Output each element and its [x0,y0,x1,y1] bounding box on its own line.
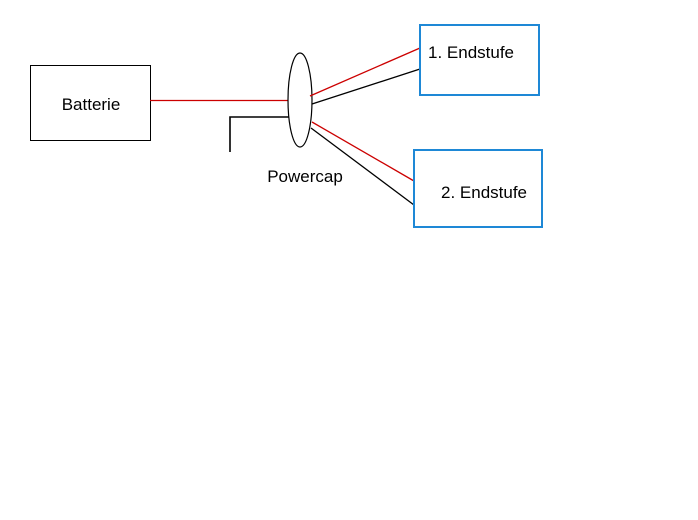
battery-node: Batterie [30,65,151,141]
wire-powercap-to-amp2-ground [310,127,415,206]
amp2-label: 2. Endstufe [441,183,527,202]
amp1-box [419,24,540,96]
wire-ground [229,116,289,152]
amp1-node: 1. Endstufe [419,24,540,96]
powercap-label: Powercap [267,167,343,186]
wire-powercap-to-amp1-ground [311,68,421,105]
amp2-node: 2. Endstufe [413,149,543,228]
battery-label: Batterie [62,95,121,114]
powercap-ellipse [287,52,313,148]
battery-box [30,65,151,141]
amp1-label: 1. Endstufe [428,43,514,62]
amp2-box [413,149,543,228]
wire-powercap-to-amp2-positive [311,121,415,182]
powercap-node: Powercap [267,52,343,186]
wire-powercap-to-amp1-positive [309,47,421,97]
